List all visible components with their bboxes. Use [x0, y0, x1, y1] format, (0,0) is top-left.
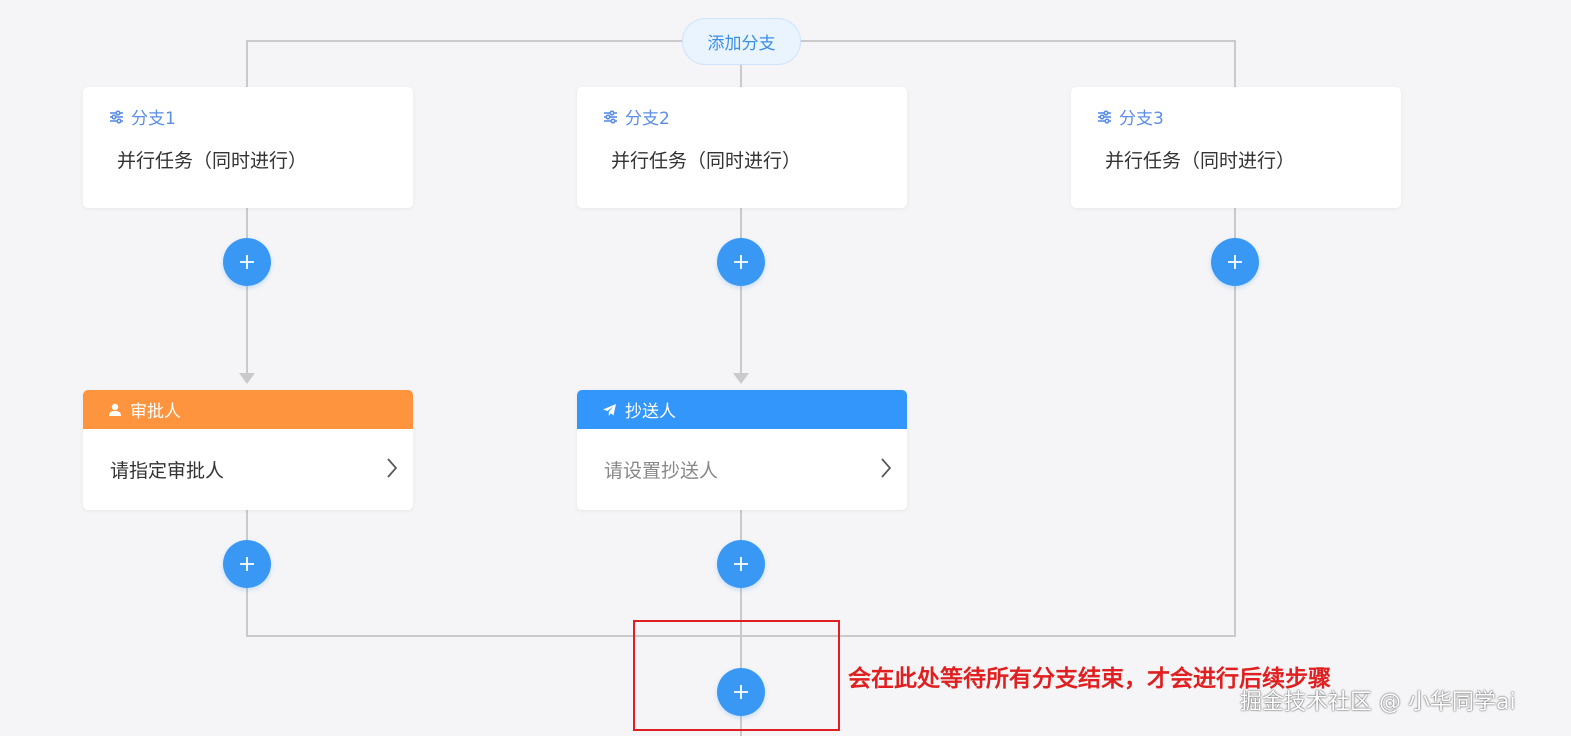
branch-title: 分支1 [131, 109, 176, 129]
arrow-down-icon [733, 373, 749, 384]
cc-node[interactable]: 抄送人 请设置抄送人 [577, 390, 907, 510]
connector [1234, 40, 1236, 88]
connector [740, 208, 742, 374]
add-node-button[interactable] [223, 540, 271, 588]
connector [1234, 208, 1236, 637]
paper-plane-icon [603, 403, 616, 416]
annotation-text: 会在此处等待所有分支结束，才会进行后续步骤 [848, 666, 1331, 692]
watermark: 掘金技术社区 @ 小华同学ai [1240, 690, 1516, 715]
plus-icon [734, 255, 748, 269]
approver-node-header: 审批人 [83, 390, 413, 429]
connector [740, 510, 742, 736]
branch-description: 并行任务（同时进行） [117, 150, 308, 172]
branch-card-2[interactable]: 分支2 并行任务（同时进行） [577, 87, 907, 208]
plus-icon [734, 685, 748, 699]
bottom-connector [246, 635, 1236, 637]
approver-node-title: 审批人 [130, 402, 181, 422]
sliders-icon [1098, 109, 1111, 124]
branch-card-3[interactable]: 分支3 并行任务（同时进行） [1071, 87, 1401, 208]
plus-icon [734, 557, 748, 571]
approver-node-body: 请指定审批人 [83, 429, 413, 510]
add-node-button[interactable] [223, 238, 271, 286]
cc-placeholder: 请设置抄送人 [604, 460, 719, 482]
add-node-button[interactable] [1211, 238, 1259, 286]
branch-description: 并行任务（同时进行） [1105, 150, 1296, 172]
sliders-icon [604, 109, 617, 124]
highlight-box [633, 620, 840, 731]
connector [246, 40, 248, 88]
branch-description: 并行任务（同时进行） [611, 150, 802, 172]
approver-placeholder: 请指定审批人 [110, 460, 225, 482]
chevron-right-icon [881, 458, 892, 478]
cc-node-header: 抄送人 [577, 390, 907, 429]
add-branch-button[interactable]: 添加分支 [682, 18, 801, 65]
cc-node-title: 抄送人 [625, 402, 676, 422]
plus-icon [240, 557, 254, 571]
connector [246, 208, 248, 374]
user-icon [109, 403, 121, 416]
sliders-icon [110, 109, 123, 124]
approver-node[interactable]: 审批人 请指定审批人 [83, 390, 413, 510]
chevron-right-icon [387, 458, 398, 478]
branch-title: 分支2 [625, 109, 670, 129]
branch-card-1[interactable]: 分支1 并行任务（同时进行） [83, 87, 413, 208]
branch-title: 分支3 [1119, 109, 1164, 129]
add-node-button-after-merge[interactable] [717, 668, 765, 716]
plus-icon [240, 255, 254, 269]
add-node-button[interactable] [717, 238, 765, 286]
plus-icon [1228, 255, 1242, 269]
arrow-down-icon [239, 373, 255, 384]
cc-node-body: 请设置抄送人 [577, 429, 907, 510]
add-node-button[interactable] [717, 540, 765, 588]
